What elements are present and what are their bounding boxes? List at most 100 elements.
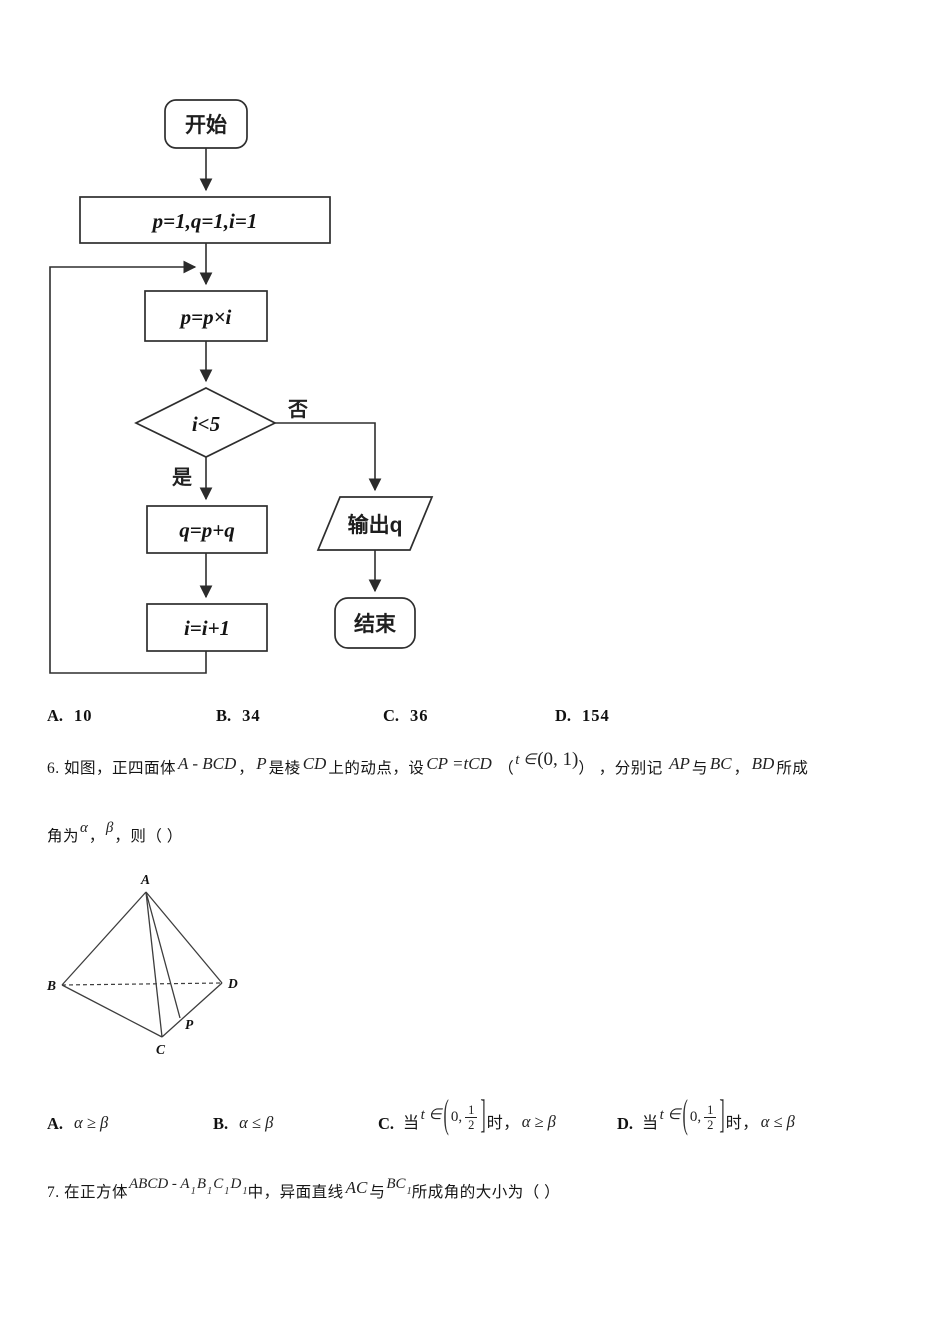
option-label: D. — [555, 706, 572, 725]
flow-loop-line — [49, 260, 207, 674]
segment-msup: t ∈ — [420, 1107, 442, 1124]
option-label: B. — [216, 706, 232, 725]
segment-inner: 0, — [689, 1109, 702, 1126]
segment-sub: 1 — [207, 1186, 213, 1197]
option-label: A. — [47, 706, 64, 725]
flowchart-end-label: 结束 — [354, 612, 397, 636]
option-content: α ≤ β — [237, 1109, 275, 1140]
option-label: B. — [213, 1114, 229, 1133]
flowchart-decision-label: i<5 — [192, 412, 220, 436]
flowchart-add-node — [146, 505, 268, 554]
option-c-top: C. 36 — [383, 706, 429, 730]
segment-m: CD — [302, 754, 327, 773]
flowchart-multiply-label: p=p×i — [179, 305, 232, 329]
segment-m: A - BCD — [178, 754, 237, 773]
segment-ldelim: ( — [682, 1094, 688, 1138]
flowchart-svg: 开始 p=1,q=1,i=1 p=p×i i<5 否 输出q — [49, 99, 434, 674]
segment-cn: 时， — [486, 1115, 520, 1133]
flowchart-output-label: 输出q — [348, 513, 403, 537]
segment-msup: ABCD - A — [129, 1176, 190, 1192]
edge-AP — [145, 891, 181, 1019]
segment-m: BC — [709, 754, 732, 773]
segment-rdelim: ] — [719, 1094, 725, 1138]
segment-msup: α — [80, 820, 88, 836]
segment-ldelim: ( — [443, 1094, 449, 1138]
segment-sub: 1 — [224, 1186, 230, 1197]
segment-cn: 是棱 — [268, 760, 301, 777]
segment-m: α ≤ β — [239, 1112, 274, 1132]
flow-arrow-decision-output — [275, 422, 382, 492]
segment-cn: 当 — [403, 1115, 420, 1133]
segment-cn: 7. 在正方体 — [47, 1184, 129, 1201]
segment-cn: ， — [238, 760, 255, 777]
segment-m: α ≥ β — [74, 1112, 109, 1132]
flowchart-yes-label: 是 — [171, 466, 192, 489]
segment-sub: 1 — [190, 1186, 196, 1197]
option-a-top: A. 10 — [47, 706, 93, 730]
segment-cn: ） ，分别记 — [578, 760, 668, 777]
segment-msup: t ∈ — [659, 1107, 681, 1124]
option-value: 36 — [410, 706, 429, 725]
edge-BD-dashed — [61, 982, 223, 986]
flowchart-increment-node — [146, 603, 268, 652]
option-value: 34 — [242, 706, 261, 725]
segment-msup: C — [213, 1176, 224, 1192]
vertex-label-A: A — [140, 872, 150, 887]
segment-cn: 上的动点，设 — [328, 760, 425, 777]
segment-rdelim: ] — [480, 1094, 486, 1138]
tetrahedron-svg: A B D C P — [46, 872, 238, 1057]
option-a-q6: A. α ≥ β — [47, 1082, 110, 1166]
option-b-q6: B. α ≤ β — [213, 1082, 275, 1166]
segment-sub: 1 — [242, 1186, 248, 1197]
edge-CD — [161, 982, 223, 1038]
edge-BC — [61, 984, 163, 1038]
segment-inner: 0, — [450, 1109, 463, 1126]
segment-m: P — [256, 754, 267, 773]
segment-sub: 1 — [406, 1186, 412, 1197]
segment-cn: 与 — [369, 1184, 386, 1201]
vertex-label-B: B — [46, 978, 56, 993]
flowchart-figure: 开始 p=1,q=1,i=1 p=p×i i<5 否 输出q — [40, 85, 450, 690]
flowchart-increment-label: i=i+1 — [184, 616, 230, 640]
option-value: 154 — [582, 706, 610, 725]
edge-AB — [61, 891, 147, 986]
segment-cn: 角为 — [47, 828, 80, 845]
segment-cn: ， — [733, 760, 750, 777]
option-d-top: D. 154 — [555, 706, 610, 730]
segment-cn: 所成角的大小为（ ） — [411, 1184, 561, 1201]
vertex-label-D: D — [227, 976, 238, 991]
flowchart-init-label: p=1,q=1,i=1 — [151, 209, 258, 233]
edge-AD — [145, 891, 223, 984]
flowchart-end-node — [334, 597, 416, 649]
segment-msup: β — [105, 820, 114, 836]
question6-line2: 角为α，β，则（ ） — [47, 820, 547, 852]
option-label: D. — [617, 1114, 634, 1133]
segment-cn: 中，异面直线 — [247, 1184, 344, 1201]
option-value: 10 — [74, 706, 93, 725]
segment-m: α ≤ β — [760, 1112, 795, 1132]
segment-msup: D — [230, 1176, 242, 1192]
segment-big: (0, 1) — [537, 749, 579, 770]
segment-cn: ，则（ ） — [114, 828, 183, 845]
flowchart-init-node — [79, 196, 331, 244]
option-label: C. — [383, 706, 400, 725]
segment-m: AC — [345, 1178, 368, 1197]
segment-m: α ≥ β — [521, 1112, 556, 1132]
segment-msup: BC — [386, 1176, 406, 1192]
segment-m: BD — [751, 754, 775, 773]
option-b-top: B. 34 — [216, 706, 261, 730]
flowchart-start-label: 开始 — [185, 113, 227, 137]
segment-cn: 当 — [642, 1115, 659, 1133]
segment-cn: ， — [88, 828, 105, 845]
segment-cn: 与 — [691, 760, 708, 777]
segment-cn: 6. 如图，正四面体 — [47, 760, 177, 777]
segment-m: CP =tCD — [426, 754, 492, 773]
flowchart-output-node — [316, 496, 434, 551]
